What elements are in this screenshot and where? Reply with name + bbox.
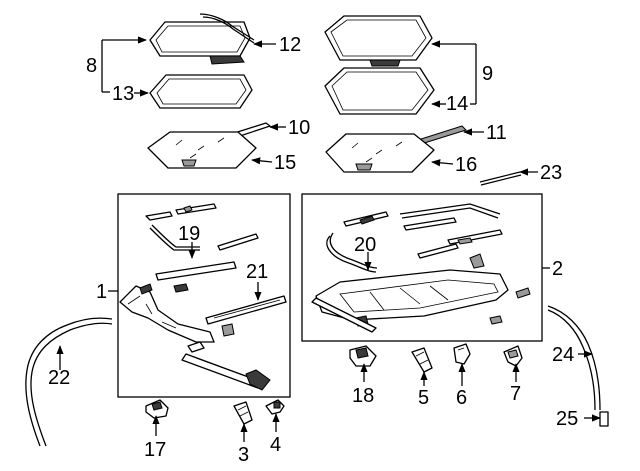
callout-16: 16 xyxy=(455,154,477,176)
callout-15: 15 xyxy=(274,152,296,174)
callout-9-bracket xyxy=(431,40,477,105)
part-1-left-track xyxy=(119,283,235,343)
callout-1: 1 xyxy=(96,281,107,303)
callout-2: 2 xyxy=(552,258,563,280)
part-23-strip xyxy=(479,171,522,186)
callout-11: 11 xyxy=(486,122,507,144)
callout-8: 8 xyxy=(86,55,97,77)
callout-22: 22 xyxy=(48,367,70,389)
callout-18: 18 xyxy=(352,385,374,407)
part-2-frame-assembly xyxy=(311,203,531,333)
callout-3: 3 xyxy=(238,444,249,466)
part-5-bracket xyxy=(411,347,433,373)
part-11-seal xyxy=(417,125,467,145)
callout-9: 9 xyxy=(482,63,493,85)
callout-13: 13 xyxy=(112,83,134,105)
assembly-box-2 xyxy=(301,193,543,342)
callout-24: 24 xyxy=(552,344,574,366)
callout-25: 25 xyxy=(556,408,578,430)
callout-17: 17 xyxy=(144,439,166,461)
callout-8-bracket xyxy=(101,36,147,93)
callout-7: 7 xyxy=(510,383,521,405)
part-21-rail xyxy=(155,261,287,325)
part-24-drain-hose xyxy=(547,305,601,411)
part-14-panel-frame xyxy=(324,67,435,115)
callout-20: 20 xyxy=(354,234,376,256)
assembly-box-1 xyxy=(117,193,291,398)
callout-5: 5 xyxy=(418,387,429,409)
callout-14: 14 xyxy=(446,93,468,115)
part-22-drain-hose xyxy=(25,317,113,447)
part-12-glass-panel xyxy=(149,13,255,65)
callout-12: 12 xyxy=(279,34,301,56)
part-16-sunshade xyxy=(325,133,435,173)
part-15-sunshade xyxy=(147,131,257,169)
leader-16 xyxy=(431,159,454,167)
part-18-motor xyxy=(349,345,377,367)
part-7-clip xyxy=(503,345,523,367)
callout-4: 4 xyxy=(270,434,281,456)
callout-23: 23 xyxy=(540,162,562,184)
part-1-lower-rail xyxy=(181,341,271,391)
part-9-glass-panel xyxy=(324,15,433,67)
part-4-clip xyxy=(265,399,285,415)
part-6-clip xyxy=(453,343,471,365)
part-17-motor xyxy=(145,399,169,419)
part-19-links xyxy=(145,203,259,251)
part-3-bracket xyxy=(233,401,253,425)
callout-6: 6 xyxy=(456,387,467,409)
part-13-panel-frame xyxy=(149,74,253,109)
leader-15 xyxy=(251,157,273,165)
callout-21: 21 xyxy=(246,261,268,283)
callout-10: 10 xyxy=(288,117,310,139)
callout-19: 19 xyxy=(178,223,200,245)
part-25-clamp xyxy=(599,411,609,427)
